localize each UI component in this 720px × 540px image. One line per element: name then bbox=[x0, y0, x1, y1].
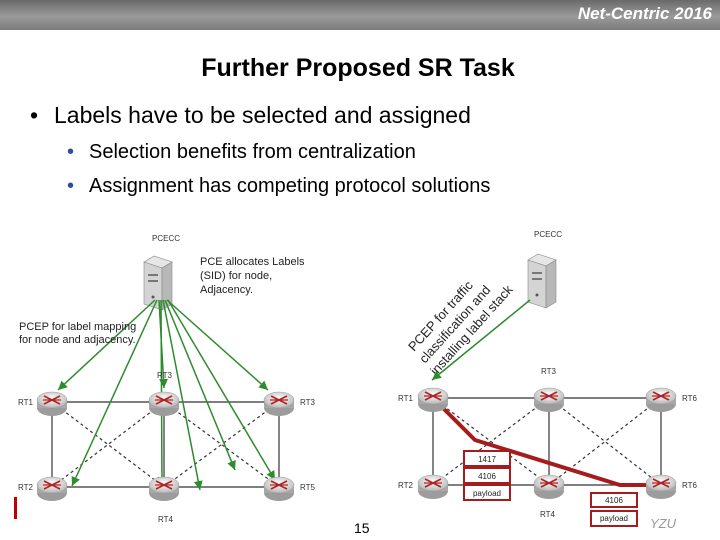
stack-label: 4106 bbox=[605, 496, 623, 505]
bullet-sub-text: Selection benefits from centralization bbox=[89, 141, 416, 163]
router-icon bbox=[645, 474, 677, 500]
left-diagram: PCECC bbox=[18, 234, 316, 524]
bullet-dot-icon: • bbox=[30, 102, 39, 128]
router-label: RT3 bbox=[157, 371, 173, 380]
router-label: RT3 bbox=[300, 398, 316, 407]
pcecc-label: PCECC bbox=[534, 230, 562, 239]
accent-bar bbox=[14, 497, 17, 519]
router-label: RT1 bbox=[18, 398, 34, 407]
router-label: RT2 bbox=[398, 481, 414, 490]
router-label: RT4 bbox=[158, 515, 174, 524]
router-label: RT6 bbox=[682, 481, 698, 490]
bullet-main: • Labels have to be selected and assigned bbox=[30, 102, 471, 129]
label-stack-2: 4106 payload bbox=[590, 492, 638, 527]
router-label: RT4 bbox=[540, 510, 556, 519]
pcecc-server-icon bbox=[143, 255, 173, 311]
router-icon bbox=[645, 387, 677, 413]
router-icon bbox=[417, 474, 449, 500]
bullet-dot-icon: • bbox=[67, 141, 75, 163]
note-allocate: (SID) for node, bbox=[200, 270, 272, 282]
footer-logo: YZU bbox=[650, 516, 676, 531]
router-icon bbox=[263, 476, 295, 502]
stack-label: payload bbox=[600, 514, 628, 523]
bullet-dot-icon: • bbox=[67, 175, 75, 197]
router-icon bbox=[36, 476, 68, 502]
note-allocate: Adjacency. bbox=[200, 284, 253, 296]
note-pcep: PCEP for label mapping bbox=[19, 321, 136, 333]
bullet-sub-text: Assignment has competing protocol soluti… bbox=[89, 175, 491, 197]
router-label: RT3 bbox=[541, 367, 557, 376]
router-label: RT2 bbox=[18, 483, 34, 492]
router-icon bbox=[533, 474, 565, 500]
conference-name: Net-Centric 2016 bbox=[577, 4, 712, 23]
note-pcep: for node and adjacency. bbox=[19, 334, 136, 346]
pcecc-label: PCECC bbox=[152, 234, 180, 243]
bullet-sub-2: • Assignment has competing protocol solut… bbox=[67, 175, 490, 198]
router-icon bbox=[417, 387, 449, 413]
label-stack-1: 1417 4106 payload bbox=[463, 450, 511, 501]
stack-label: payload bbox=[473, 489, 501, 498]
stack-label: 4106 bbox=[478, 472, 496, 481]
router-icon bbox=[533, 387, 565, 413]
bullet-sub-1: • Selection benefits from centralization bbox=[67, 141, 416, 164]
router-icon bbox=[263, 391, 295, 417]
router-label: RT1 bbox=[398, 394, 414, 403]
bullet-main-text: Labels have to be selected and assigned bbox=[54, 102, 471, 128]
header-bar: Net-Centric 2016 bbox=[0, 0, 720, 30]
router-icon bbox=[148, 391, 180, 417]
note-allocate: PCE allocates Labels bbox=[200, 256, 305, 268]
pcecc-server-icon bbox=[527, 253, 557, 309]
slide-title: Further Proposed SR Task bbox=[201, 54, 515, 82]
router-label: RT5 bbox=[300, 483, 316, 492]
right-diagram: PCECC PCEP for traffic classification an… bbox=[398, 230, 698, 527]
router-label: RT6 bbox=[682, 394, 698, 403]
page-number: 15 bbox=[354, 520, 370, 536]
router-icon bbox=[148, 476, 180, 502]
router-icon bbox=[36, 391, 68, 417]
stack-label: 1417 bbox=[478, 455, 496, 464]
